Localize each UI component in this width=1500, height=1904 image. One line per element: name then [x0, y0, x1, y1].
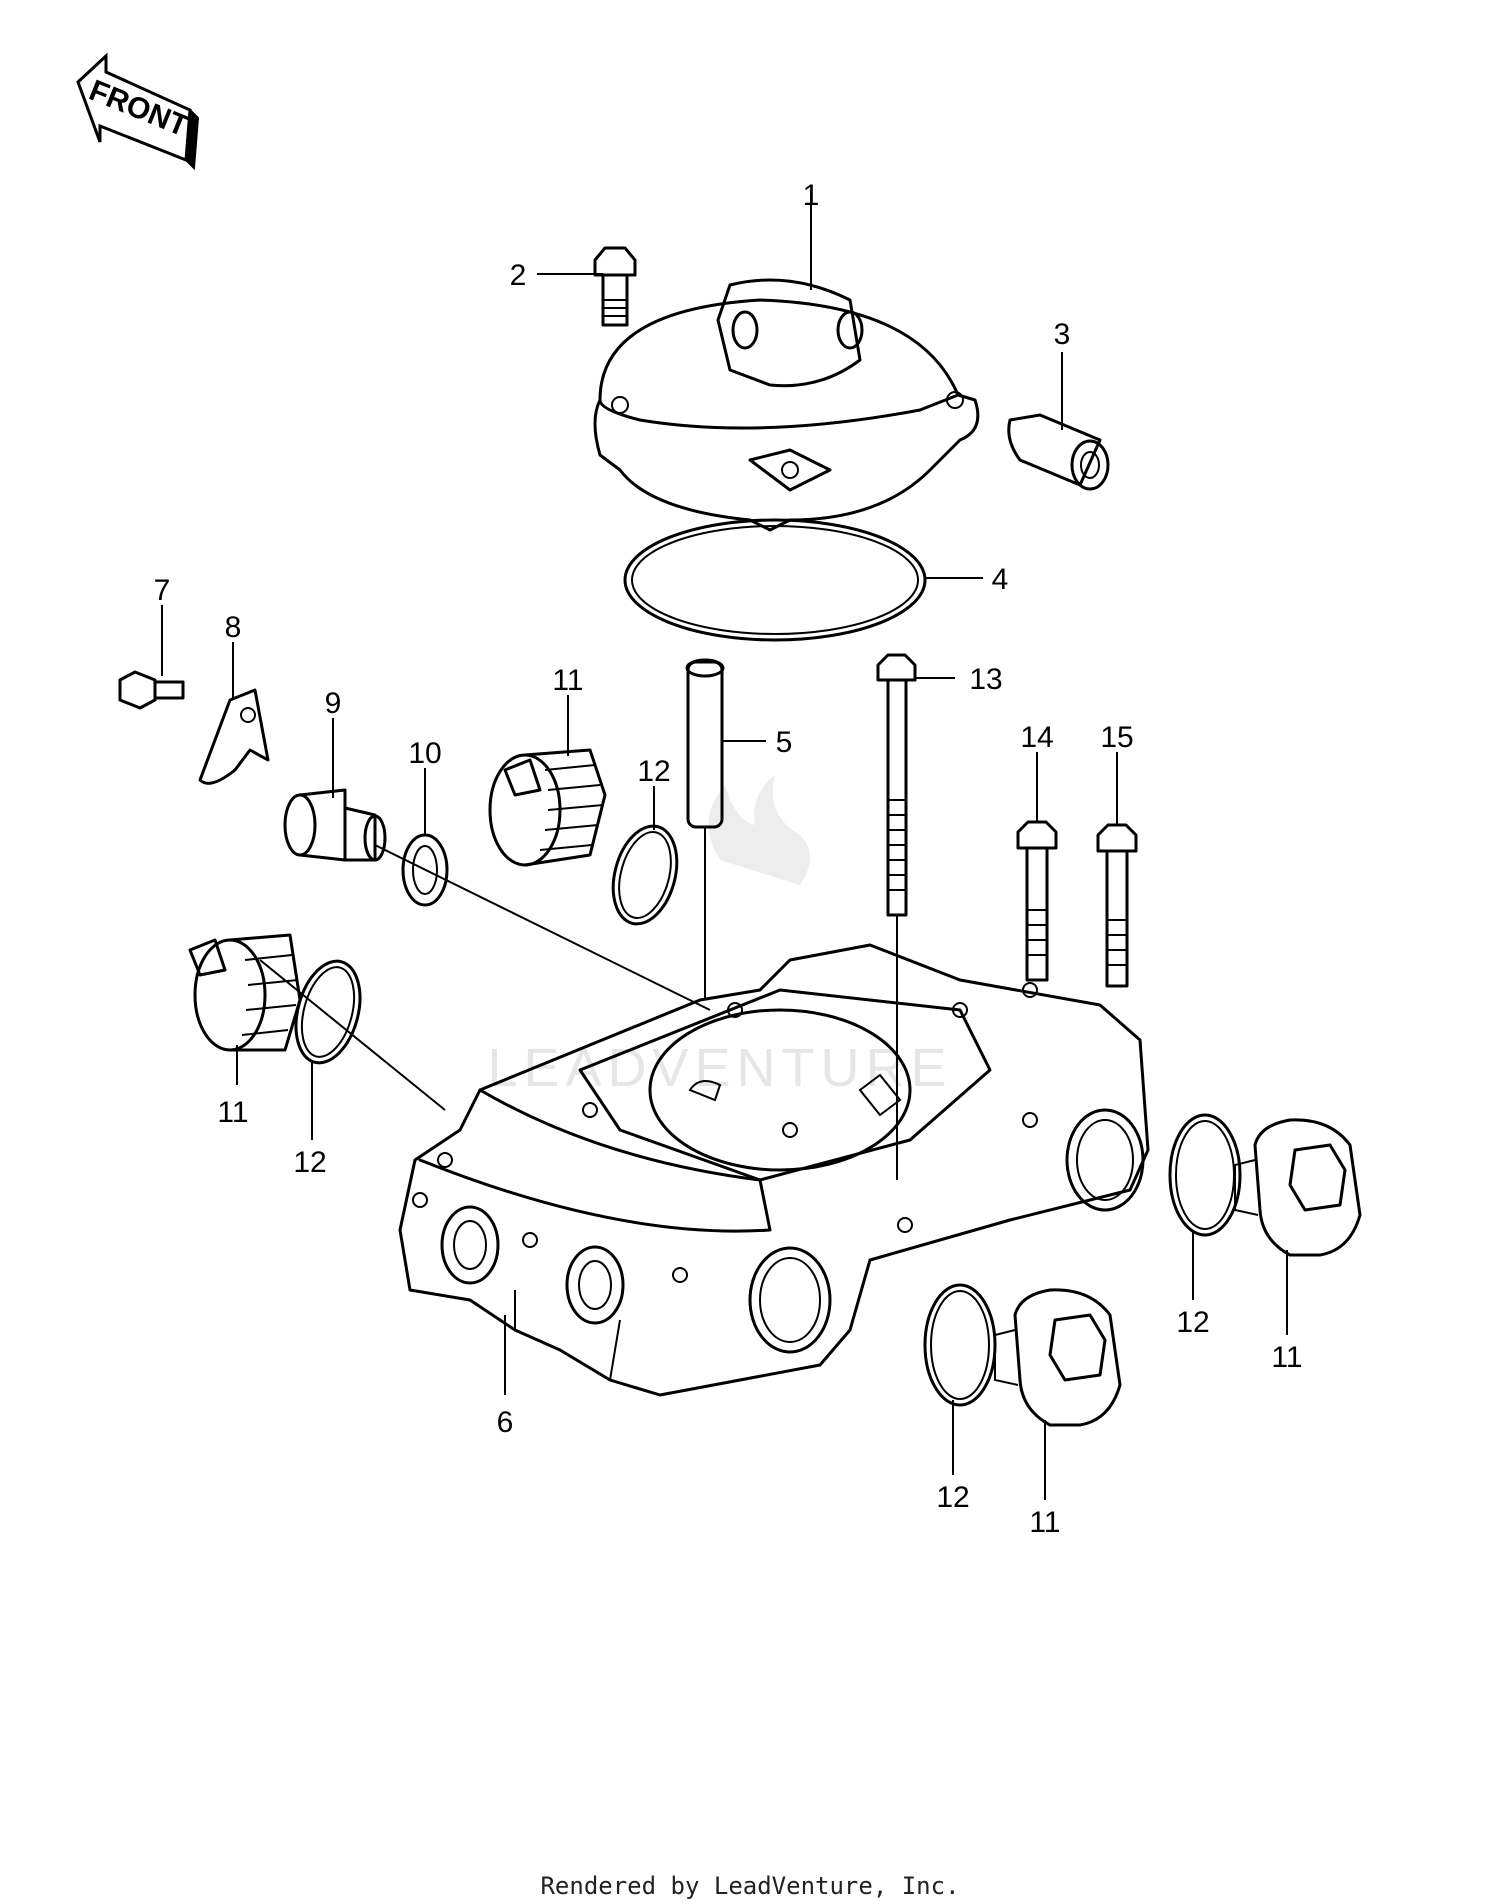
watermark-text: LEADVENTURE — [487, 1038, 952, 1098]
part-fitting — [283, 788, 387, 862]
front-arrow: FRONT — [76, 52, 200, 171]
part-cover-bolt — [593, 246, 637, 327]
part-plug-a — [488, 748, 607, 867]
part-long-bolt — [876, 653, 917, 917]
front-arrow-shadow — [185, 109, 200, 171]
callout-4: 4 — [992, 563, 1009, 596]
callout-7: 7 — [154, 574, 171, 607]
part-gasket-b — [294, 959, 362, 1065]
flame-watermark-icon — [708, 775, 810, 885]
callout-12-d: 12 — [936, 1481, 969, 1514]
part-cover-cap — [593, 278, 980, 532]
callout-11-b: 11 — [217, 1096, 248, 1129]
callout-8: 8 — [225, 611, 242, 644]
part-bolt-15 — [1096, 823, 1138, 988]
callout-11-c: 11 — [1271, 1341, 1302, 1374]
callout-15: 15 — [1100, 721, 1133, 754]
callout-9: 9 — [325, 687, 342, 720]
callout-3: 3 — [1054, 318, 1071, 351]
callout-12-a: 12 — [637, 755, 670, 788]
part-gasket-c — [1168, 1113, 1242, 1237]
watermark: LEADVENTURE — [487, 775, 952, 1098]
callout-6: 6 — [497, 1406, 514, 1439]
callout-11-d: 11 — [1029, 1506, 1060, 1539]
part-plug-d — [994, 1288, 1122, 1427]
callout-labels: 1 2 3 4 5 6 7 8 9 10 11 11 11 11 12 12 1… — [154, 179, 1303, 1539]
callout-12-c: 12 — [1176, 1306, 1209, 1339]
callout-10: 10 — [408, 737, 441, 770]
callout-11-a: 11 — [552, 664, 583, 697]
callout-5: 5 — [776, 726, 793, 759]
part-o-ring-large — [623, 518, 927, 642]
part-housing — [398, 943, 1150, 1397]
callout-13: 13 — [969, 663, 1002, 696]
callout-14: 14 — [1020, 721, 1053, 754]
part-plug-c — [1234, 1118, 1362, 1257]
callout-1: 1 — [803, 179, 820, 212]
part-collar — [1007, 413, 1110, 491]
part-bracket — [198, 688, 270, 785]
callout-2: 2 — [510, 259, 527, 292]
part-plug-b — [188, 933, 302, 1052]
part-bolt-14 — [1016, 820, 1058, 982]
footer-credit: Rendered by LeadVenture, Inc. — [540, 1872, 960, 1900]
part-gasket-d — [923, 1283, 997, 1407]
part-small-bolt — [118, 670, 185, 710]
part-gasket-a — [611, 824, 679, 926]
callout-12-b: 12 — [293, 1146, 326, 1179]
leader-lines — [161, 190, 1288, 1500]
